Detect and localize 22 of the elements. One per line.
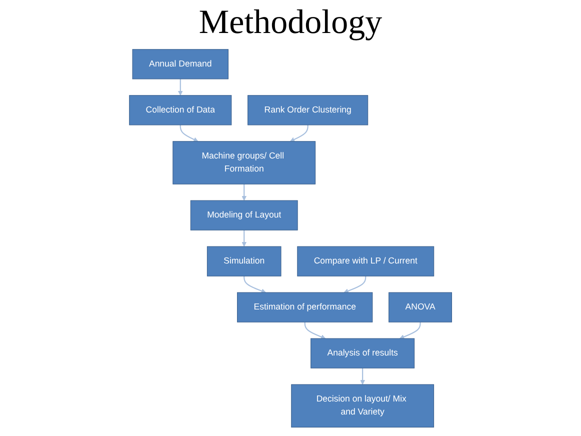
arrow: [304, 322, 326, 340]
node-box: ANOVA: [388, 292, 452, 323]
arrow: [344, 276, 366, 294]
node-box: Compare with LP / Current: [297, 246, 434, 277]
arrow: [180, 125, 198, 142]
arrow: [244, 276, 266, 294]
node-box: Decision on layout/ Mix and Variety: [291, 384, 434, 428]
title: Methodology: [198, 4, 382, 42]
node-box: Collection of Data: [129, 96, 232, 126]
node-box: Analysis of results: [310, 338, 415, 369]
node-box: Modeling of Layout: [190, 200, 298, 231]
arrow: [360, 368, 365, 386]
arrow: [290, 125, 308, 142]
arrow: [178, 79, 183, 96]
arrow: [242, 184, 246, 202]
node-box: Machine groups/ Cell Formation: [172, 142, 316, 185]
arrow: [399, 322, 421, 340]
node-box: Simulation: [206, 246, 282, 277]
node-box: Estimation of performance: [236, 292, 373, 323]
arrow: [242, 230, 246, 248]
node-box: Annual Demand: [132, 50, 228, 80]
node-box: Rank Order Clustering: [247, 96, 368, 126]
